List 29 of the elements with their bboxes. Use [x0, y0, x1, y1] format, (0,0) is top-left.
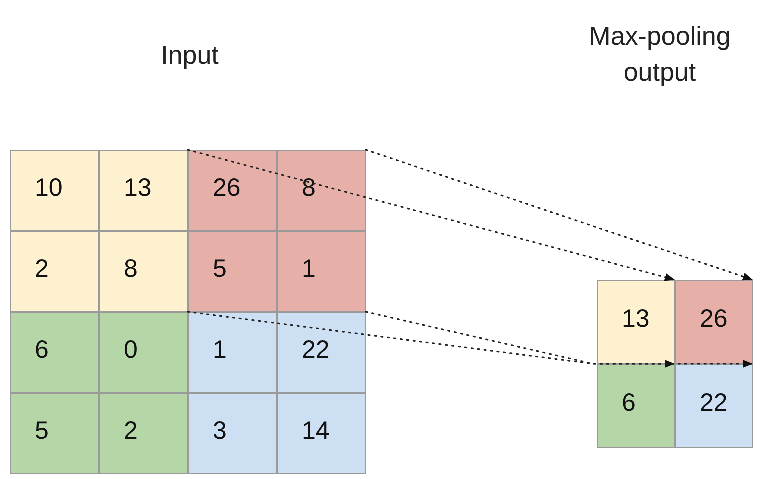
- grid-cell: 1: [188, 312, 277, 393]
- grid-cell: 5: [188, 231, 277, 312]
- grid-cell: 2: [10, 231, 99, 312]
- arrow: [187, 149, 676, 282]
- grid-cell: 8: [277, 150, 366, 231]
- grid-cell: 8: [99, 231, 188, 312]
- pooling-region: [10, 312, 188, 474]
- grid-cell: 22: [675, 364, 753, 448]
- grid-cell: 6: [597, 364, 675, 448]
- pooling-region: [188, 312, 366, 474]
- grid-cell: 2: [99, 393, 188, 474]
- input-title: Input: [160, 39, 220, 72]
- grid-cell: 10: [10, 150, 99, 231]
- pooling-region: [10, 150, 188, 312]
- output-title: Max-pooling output: [588, 20, 732, 89]
- grid-cell: 26: [675, 280, 753, 364]
- grid-cell: 1: [277, 231, 366, 312]
- grid-cell: 6: [10, 312, 99, 393]
- grid-cell: 0: [99, 312, 188, 393]
- grid-cell: 5: [10, 393, 99, 474]
- grid-cell: 22: [277, 312, 366, 393]
- grid-cell: 13: [597, 280, 675, 364]
- pooling-region: [188, 150, 366, 312]
- grid-cell: 3: [188, 393, 277, 474]
- grid-cell: 13: [99, 150, 188, 231]
- grid-cell: 26: [188, 150, 277, 231]
- arrow: [365, 311, 754, 368]
- grid-cell: 14: [277, 393, 366, 474]
- arrow: [365, 149, 754, 281]
